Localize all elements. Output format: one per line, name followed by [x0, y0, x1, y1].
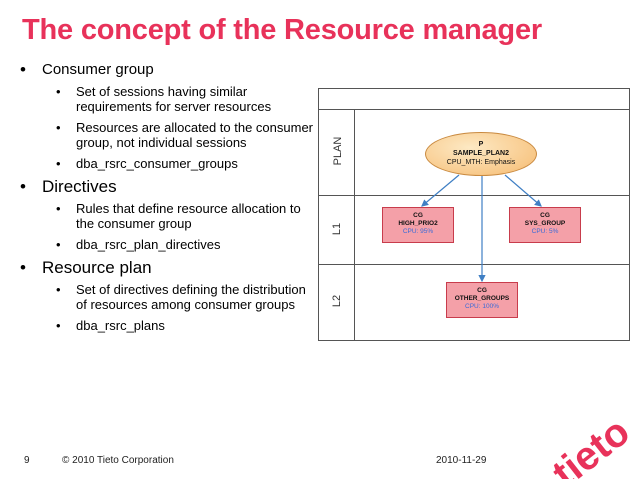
- consumer-group-sys-group: CG SYS_GROUP CPU: 5%: [509, 207, 581, 243]
- sub-bullet: Set of directives defining the distribut…: [18, 282, 318, 312]
- copyright: © 2010 Tieto Corporation: [62, 455, 174, 466]
- cg-type: CG: [477, 287, 487, 294]
- page-number: 9: [24, 455, 30, 466]
- plan-node: P SAMPLE_PLAN2 CPU_MTH: Emphasis: [425, 132, 537, 176]
- arrow-to-high-prio2: [421, 174, 460, 207]
- tieto-logo: tieto: [540, 395, 638, 479]
- slide-title: The concept of the Resource manager: [22, 14, 542, 46]
- tieto-logo-text: tieto: [544, 409, 638, 479]
- cg-cpu: CPU: 100%: [465, 303, 499, 310]
- cg-name: SYS_GROUP: [524, 220, 566, 227]
- consumer-group-other-groups: CG OTHER_GROUPS CPU: 100%: [446, 282, 518, 318]
- lane-divider: [319, 109, 629, 110]
- sub-bullet: Set of sessions having similar requireme…: [18, 84, 318, 114]
- bullet-list: Consumer group Set of sessions having si…: [18, 60, 318, 339]
- lane-label-column: [319, 109, 355, 341]
- bullet-consumer-group: Consumer group: [18, 60, 318, 80]
- sub-bullet: dba_rsrc_plan_directives: [18, 237, 318, 252]
- bullet-resource-plan: Resource plan: [18, 258, 318, 278]
- cg-cpu: CPU: 5%: [531, 228, 559, 235]
- plan-node-type: P: [478, 141, 484, 148]
- cg-cpu: CPU: 95%: [402, 228, 434, 235]
- sub-bullet: dba_rsrc_consumer_groups: [18, 156, 318, 171]
- plan-node-cpu: CPU_MTH: Emphasis: [446, 159, 516, 166]
- resource-plan-diagram: PLAN L1 L2 P SAMPLE_PLAN2 CPU_MTH: Empha…: [318, 88, 630, 341]
- consumer-group-high-prio2: CG HIGH_PRIO2 CPU: 95%: [382, 207, 454, 243]
- plan-node-name: SAMPLE_PLAN2: [452, 150, 509, 157]
- arrow-to-sys-group: [504, 174, 542, 207]
- cg-type: CG: [540, 212, 550, 219]
- lane-divider: [319, 195, 629, 196]
- lane-divider: [319, 264, 629, 265]
- footer-date: 2010-11-29: [436, 455, 487, 466]
- cg-name: OTHER_GROUPS: [454, 295, 510, 302]
- sub-bullet: Rules that define resource allocation to…: [18, 201, 318, 231]
- cg-name: HIGH_PRIO2: [398, 220, 438, 227]
- cg-type: CG: [413, 212, 423, 219]
- sub-bullet: dba_rsrc_plans: [18, 318, 318, 333]
- sub-bullet: Resources are allocated to the consumer …: [18, 120, 318, 150]
- bullet-directives: Directives: [18, 177, 318, 197]
- connector-arrows: [421, 174, 542, 283]
- tieto-logo-mark: tieto: [544, 409, 638, 479]
